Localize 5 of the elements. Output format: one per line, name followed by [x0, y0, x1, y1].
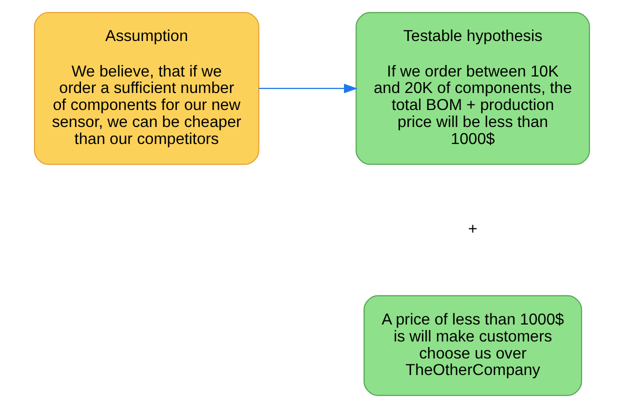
label: +	[468, 221, 477, 238]
node-box: Testable hypothesis If we order between 10K and 20K of components, the total BOM + production price will be less than 1000$	[355, 12, 590, 165]
node-box: A price of less than 1000$ is will make customers choose us over TheOtherCompany	[363, 295, 582, 396]
node-box: Assumption We believe, that if we order a sufficient number of components for our new sensor, we can be cheaper than our competitors	[33, 12, 259, 165]
arrow	[258, 84, 358, 94]
